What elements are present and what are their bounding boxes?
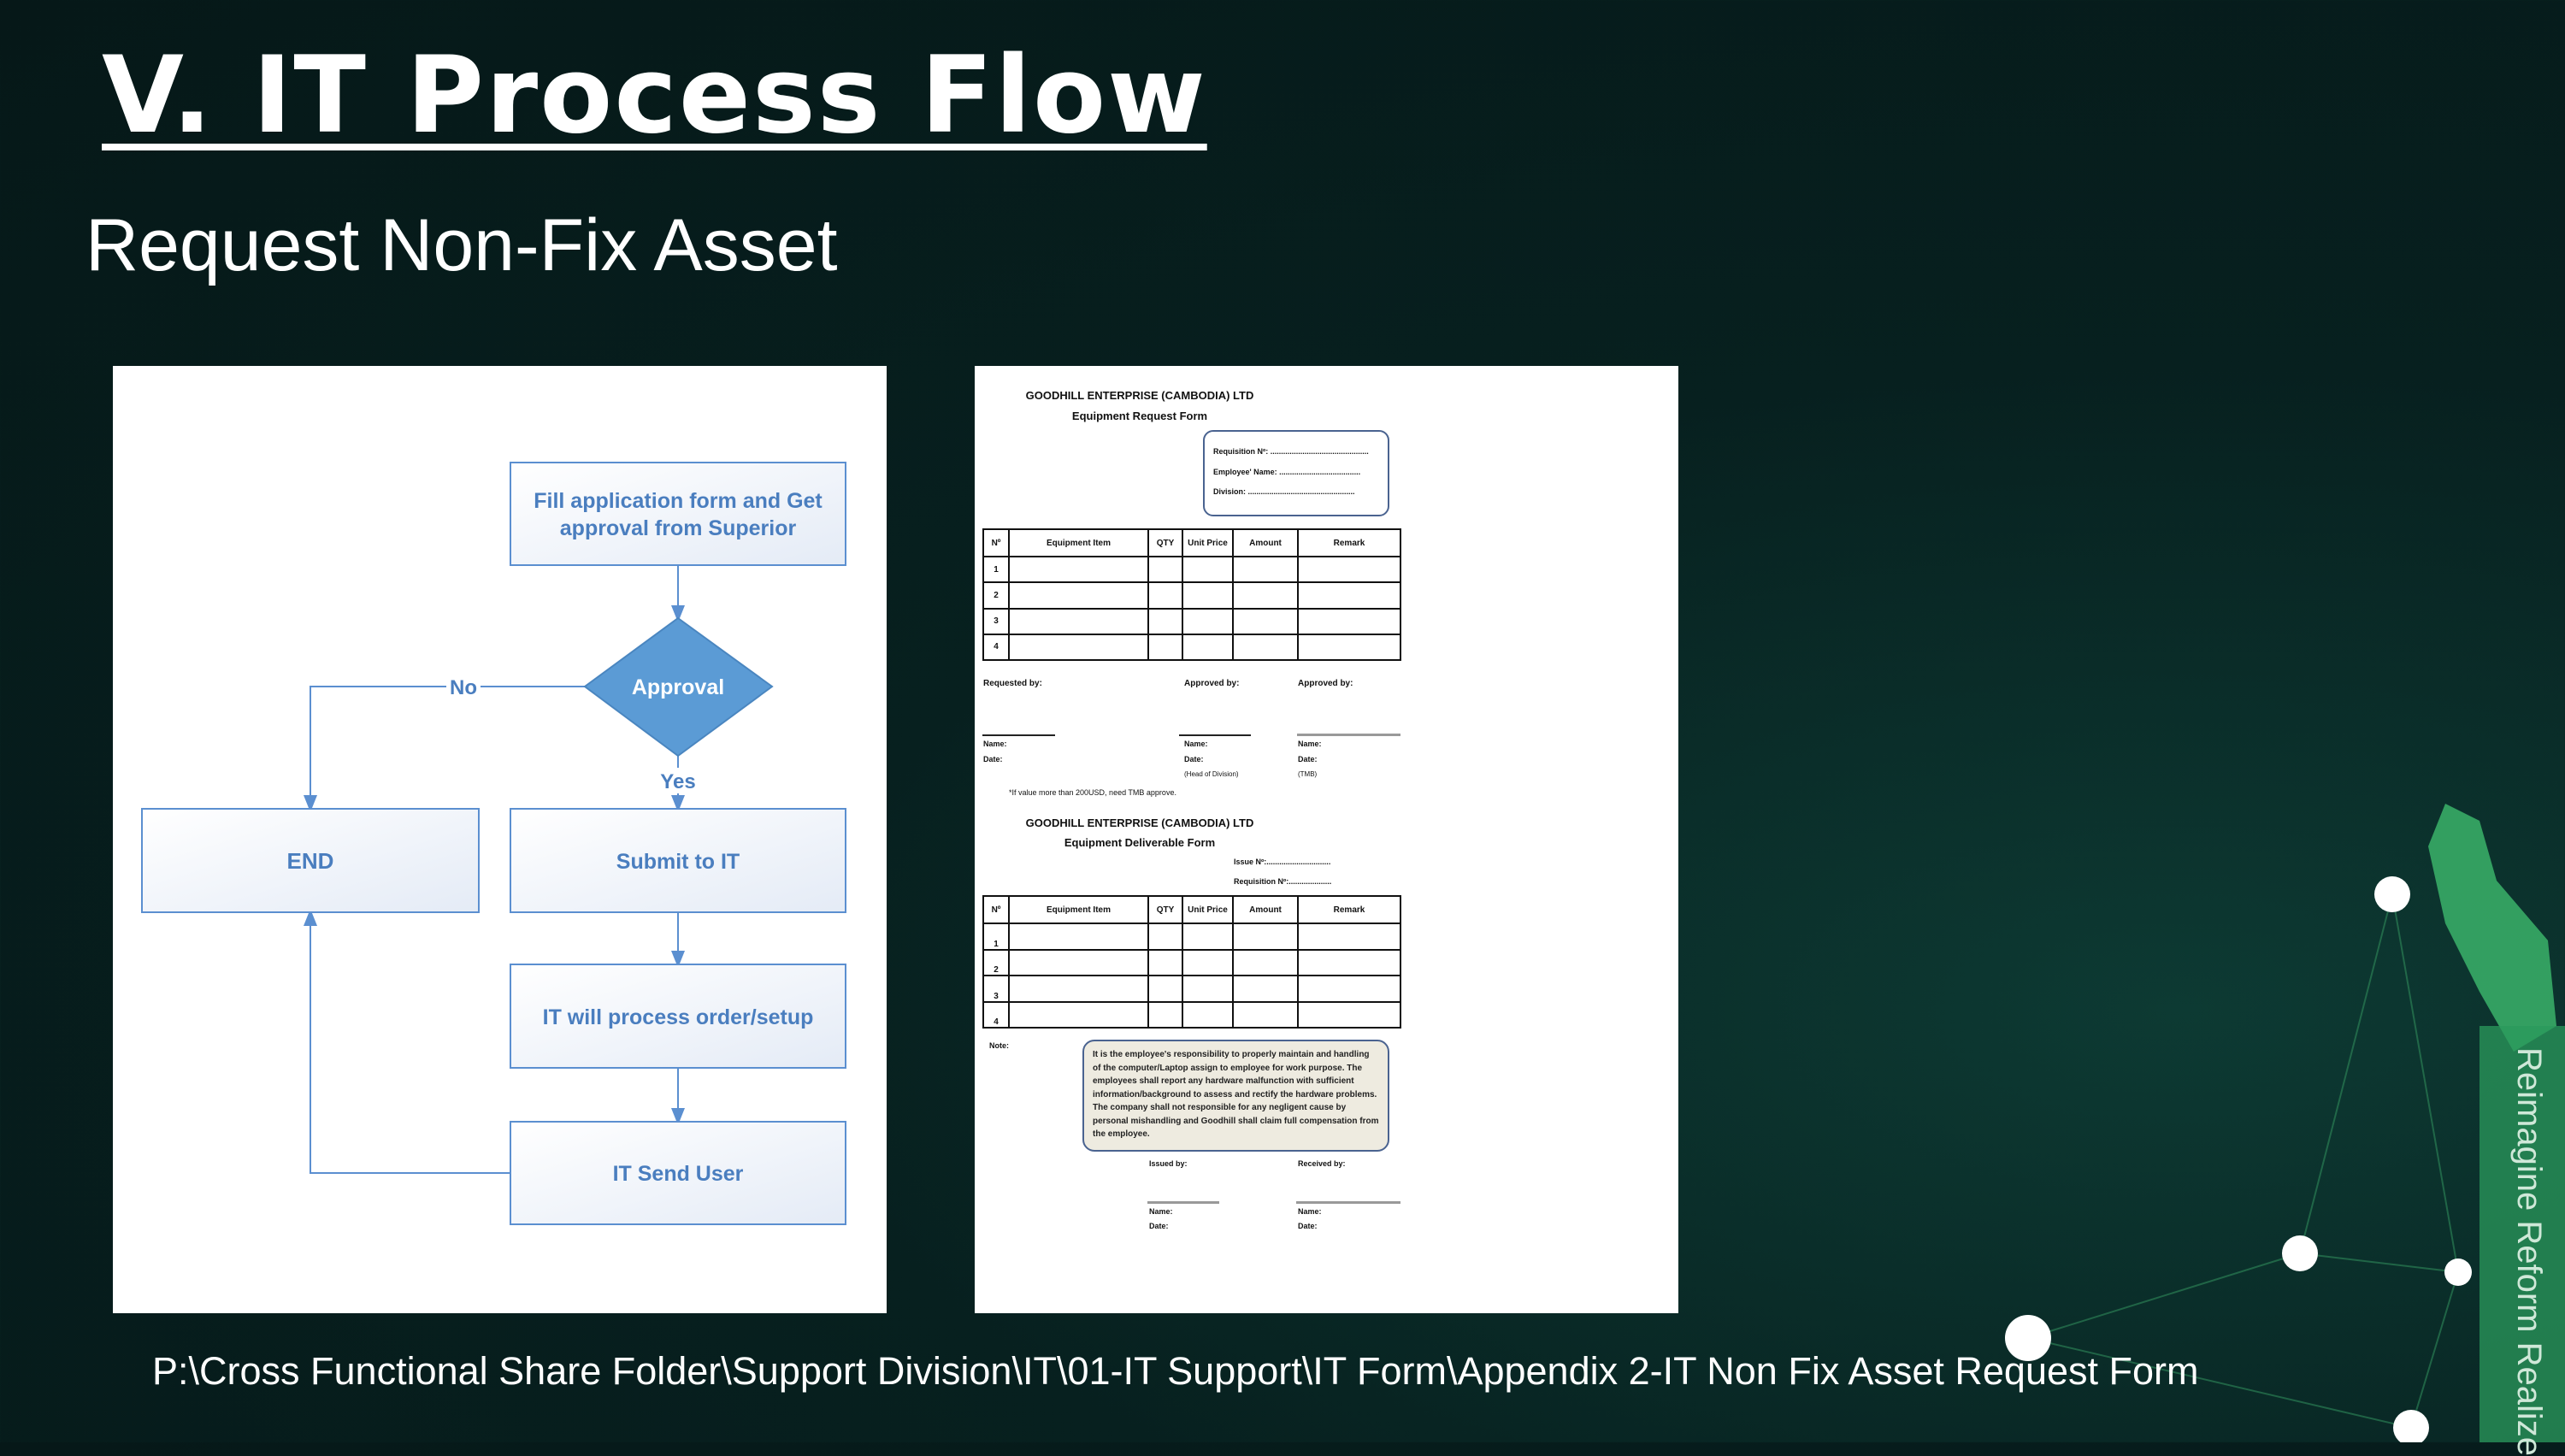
deliver-requisition-no-field: Requisition Nº:....................	[1234, 877, 1332, 886]
col-amount: Amount	[1232, 895, 1299, 924]
process-flowchart: Fill application form and Get approval f…	[113, 366, 887, 1313]
col-no: Nº	[982, 528, 1010, 557]
row-number: 4	[982, 633, 1010, 662]
col-remark: Remark	[1297, 528, 1401, 557]
flow-step-fill-form-line1: Fill application form and Get	[534, 489, 823, 513]
deliver-form-title: Equipment Deliverable Form	[1064, 836, 1216, 849]
table-row: 4	[982, 633, 1401, 662]
no-label: No	[450, 676, 477, 699]
name-label: Name:	[1298, 1207, 1322, 1216]
table-row: 1	[982, 923, 1401, 951]
row-number: 1	[982, 555, 1010, 584]
table-row: 2	[982, 581, 1401, 610]
slide-title: V. IT Process Flow	[102, 34, 1207, 157]
division-field: Division: ..............................…	[1213, 487, 1355, 496]
deliver-company: GOODHILL ENTERPRISE (CAMBODIA) LTD	[1025, 816, 1254, 829]
table-row: 3	[982, 607, 1401, 635]
date-label: Date:	[1298, 755, 1318, 763]
issue-no-field: Issue Nº:..............................	[1234, 858, 1331, 866]
flow-step-process: IT will process order/setup	[510, 964, 846, 1069]
col-unit-price: Unit Price	[1182, 895, 1234, 924]
row-number: 3	[982, 607, 1010, 635]
flow-decision-approval: Approval	[583, 616, 774, 757]
row-number: 2	[982, 581, 1010, 610]
date-label: Date:	[1149, 1222, 1169, 1230]
yes-label: Yes	[660, 770, 695, 793]
name-label: Name:	[983, 740, 1007, 748]
process-label: IT will process order/setup	[543, 1005, 814, 1029]
received-by-label: Received by:	[1298, 1159, 1346, 1168]
col-qty: QTY	[1147, 528, 1183, 557]
row-number: 3	[982, 975, 1010, 1003]
approved-by-label: Approved by:	[1184, 679, 1240, 688]
decorative-network-graphic	[2005, 804, 2565, 1442]
end-label: END	[287, 848, 334, 874]
signature-line	[1179, 734, 1251, 736]
date-label: Date:	[983, 755, 1003, 763]
slide-subtitle: Request Non-Fix Asset	[86, 204, 838, 286]
signature-line	[1147, 1201, 1219, 1204]
row-number: 1	[982, 923, 1010, 951]
request-form-title: Equipment Request Form	[1071, 410, 1208, 422]
flow-end: END	[141, 808, 480, 913]
flow-step-fill-form: Fill application form and Get approval f…	[510, 462, 846, 566]
note-text: It is the employee's responsibility to p…	[1082, 1040, 1389, 1152]
name-label: Name:	[1149, 1207, 1173, 1216]
crystal-shape	[2428, 804, 2556, 1052]
table-row: 1	[982, 555, 1401, 584]
col-amount: Amount	[1232, 528, 1299, 557]
request-form-image: GOODHILL ENTERPRISE (CAMBODIA) LTD Equip…	[975, 366, 1678, 1313]
name-label: Name:	[1184, 740, 1208, 748]
signature-line	[982, 734, 1055, 736]
col-no: Nº	[982, 895, 1010, 924]
col-item: Equipment Item	[1008, 895, 1149, 924]
request-company: GOODHILL ENTERPRISE (CAMBODIA) LTD	[1025, 389, 1254, 402]
approved-by-label-2: Approved by:	[1298, 679, 1353, 688]
table-row: 4	[982, 1000, 1401, 1029]
col-qty: QTY	[1147, 895, 1183, 924]
col-unit-price: Unit Price	[1182, 528, 1234, 557]
submit-label: Submit to IT	[616, 850, 740, 874]
col-remark: Remark	[1297, 895, 1401, 924]
file-path-text: P:\Cross Functional Share Folder\Support…	[152, 1349, 2199, 1393]
tagline-vertical: Reimagine Reform Realize	[2510, 1047, 2548, 1456]
requisition-no-field: Requisition Nº: ........................…	[1213, 447, 1369, 456]
note-label: Note:	[989, 1041, 1009, 1050]
date-label: Date:	[1298, 1222, 1318, 1230]
table-row: 3	[982, 975, 1401, 1003]
head-of-division-label: (Head of Division)	[1184, 770, 1239, 778]
table-row: 2	[982, 948, 1401, 976]
issued-by-label: Issued by:	[1149, 1159, 1188, 1168]
date-label: Date:	[1184, 755, 1204, 763]
requested-by-label: Requested by:	[983, 679, 1042, 688]
row-number: 2	[982, 948, 1010, 976]
flow-step-send: IT Send User	[510, 1121, 846, 1225]
decision-label: Approval	[632, 675, 724, 699]
signature-line	[1296, 1201, 1400, 1204]
flow-step-submit: Submit to IT	[510, 808, 846, 913]
signature-line	[1297, 734, 1400, 736]
request-info-box: Requisition Nº: ........................…	[1203, 430, 1389, 516]
tmb-label: (TMB)	[1298, 770, 1318, 778]
footnote: *If value more than 200USD, need TMB app…	[1009, 788, 1176, 797]
employee-name-field: Employee' Name: ........................…	[1213, 468, 1361, 476]
flow-step-fill-form-line2: approval from Superior	[560, 516, 797, 540]
name-label: Name:	[1298, 740, 1322, 748]
col-item: Equipment Item	[1008, 528, 1149, 557]
send-label: IT Send User	[613, 1162, 744, 1186]
row-number: 4	[982, 1000, 1010, 1029]
